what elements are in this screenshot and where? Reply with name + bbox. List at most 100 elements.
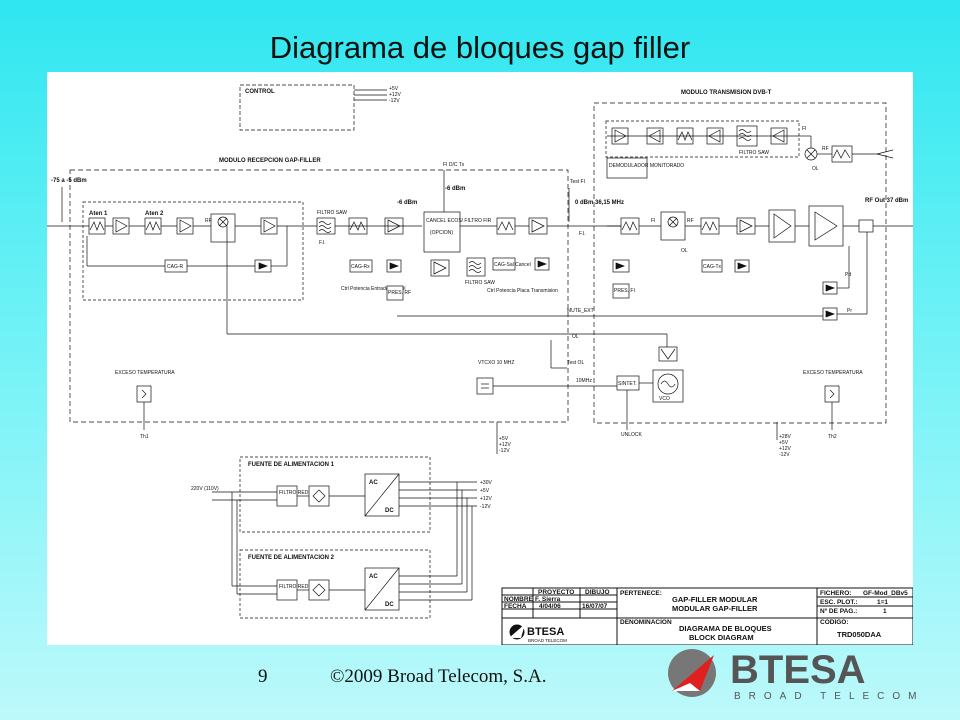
control-rail-2: +12V [389,92,401,98]
tb-denominacion-1: DIAGRAMA DE BLOQUES [679,624,772,633]
tb-npag-l: Nº DE PAG.: [820,608,857,615]
psu-1: FUENTE DE ALIMENTACION 1 220V (110V) FIL… [191,456,492,533]
canc-level: -6 dBm [445,186,465,192]
rx-fi-label: F.I. [319,240,326,246]
th2-id: Th2 [828,434,837,440]
control-title: CONTROL [245,89,275,95]
tb-codigo: TRD050DAA [837,630,882,639]
tx-test-ol: Test OL [567,360,584,366]
psu1-ac: AC [369,480,378,486]
tb-company-logo: BTESA BROAD TELECOM [509,624,567,643]
tx-rail-2: +5V [779,440,789,446]
bus-rail-3: -12V [499,448,510,454]
psu2-ac: AC [369,574,378,580]
canc-fi-label: FI D/C Tx [443,162,465,168]
canc-ctrl-label: Ctrl Potencia Placa Transmision [487,288,558,294]
logo-wordmark: BTESA [730,648,866,692]
svg-text:OL: OL [572,334,579,340]
psu2-filter: FILTRO RED [279,584,309,590]
tb-company: BTESA [527,626,564,638]
tx-title: MODULO TRANSMISION DVB-T [681,90,772,96]
logo-tagline: BROAD TELECOM [734,691,925,702]
tb-pertenece-1: GAP-FILLER MODULAR [672,595,758,604]
tb-fichero-l: FICHERO: [820,590,851,597]
canc-sub: (OPCION) [430,230,453,236]
tb-denominacion-2: BLOCK DIAGRAM [689,633,754,642]
aten1-label: Aten 1 [89,211,108,217]
psu-out-3: +12V [480,496,492,502]
psu1-dc: DC [385,508,394,514]
bus-rail-2: +12V [499,442,511,448]
tx-mute: MUTE_EXT [567,308,594,314]
tb-denominacion-l: DENOMINACION [620,619,672,626]
rx-pres-label: PRES. RF [388,290,411,296]
aten2-label: Aten 2 [145,211,164,217]
tx-demod: DEMODULADOR MONITORADO [609,163,684,169]
th1-label: EXCESO TEMPERATURA [115,370,175,376]
psu1-input: 220V (110V) [191,486,219,492]
tx-fi-label: FI [802,126,806,132]
tb-proyecto-h: PROYECTO [538,589,574,596]
control-block: CONTROL +5V +12V -12V [239,84,401,131]
tb-npag: 1 [883,608,887,615]
tx-vtcxo: VTCXO 10 MHZ [478,360,514,366]
tx-rf2: RF [687,218,694,224]
page-number: 9 [258,666,268,687]
thermal-sensors: EXCESO TEMPERATURA Th1 EXCESO TEMPERATUR… [115,370,863,440]
tb-fecha-l: FECHA [504,603,527,610]
rx-ctrl-label: Ctrl Potencia Entrada Cancel [341,286,405,292]
tx-filtro-label: FILTRO SAW [739,150,769,156]
psu-out-2: +5V [480,488,490,494]
tb-escala-l: ESC. PLOT.: [820,599,858,606]
tb-codigo-l: CODIGO: [820,619,849,626]
reception-title: MODULO RECEPCION GAP-FILLER [219,158,321,164]
reception-module: MODULO RECEPCION GAP-FILLER -75 a -5 dBm… [47,158,569,423]
psu-out-1: +30V [480,480,492,486]
tx-pr: Pr [847,308,852,314]
tx-rail-1: +28V [779,434,791,440]
th2-label: EXCESO TEMPERATURA [803,370,863,376]
canc-filtro-label: FILTRO SAW [465,280,495,286]
tx-fi2: FI [651,218,655,224]
psu1-filter: FILTRO RED [279,490,309,496]
canc-title: CANCEL ECOS/ FILTRO FIR [426,218,492,224]
svg-text:F.I.: F.I. [579,231,586,237]
transmission-module: MODULO TRANSMISION DVB-T FILTRO SAW DEMO… [226,90,913,458]
tx-cag: CAG-Tx [703,264,722,270]
psu-out-4: -12V [480,504,491,510]
tb-pertenece-l: PERTENECE: [620,590,662,597]
control-rail-1: +5V [389,86,399,92]
canc-test: Test FI [570,179,585,185]
rx-mixer-label: RF [205,218,212,224]
psu-2: FUENTE DE ALIMENTACION 2 FILTRO RED AC D… [231,482,473,619]
bus-rails: +5V +12V -12V [496,422,511,454]
copyright-text: ©2009 Broad Telecom, S.A. [330,666,547,687]
tb-fecha-d: 16/07/07 [582,603,608,610]
psu1-title: FUENTE DE ALIMENTACION 1 [248,462,335,468]
psu2-title: FUENTE DE ALIMENTACION 2 [248,555,335,561]
tb-company-sub: BROAD TELECOM [528,638,567,643]
tx-ol-top: OL [812,166,819,172]
tb-fichero: GF-Mod_DBv5 [863,590,908,597]
tx-rf-out: RF Out 37 dBm [865,198,908,204]
rx-filtro-label: FILTRO SAW [317,210,347,216]
tx-pres: PRES. FI [614,288,635,294]
canc-level2: 0 dBm 36,15 MHz [575,200,624,206]
tb-dibujo-h: DIBUJO [585,589,610,596]
input-level: -75 a -5 dBm [51,178,87,184]
canceller-block: FI D/C Tx -6 dBm CANCEL ECOS/ FILTRO FIR… [423,162,627,294]
rx-cag-label: CAG-Rx [351,264,370,270]
btesa-logo: BTESA BROAD TELECOM [660,645,930,710]
bus-rail-1: +5V [499,436,509,442]
canc-cag-label: CAG-Sal Cancel [494,262,531,268]
tb-nombre: F. Sierra [535,596,561,603]
slide-title: Diagrama de bloques gap filler [269,30,691,65]
logo-emblem-icon [668,649,716,697]
tb-nombre-l: NOMBRE [504,596,534,603]
tb-fecha-p: 4/04/06 [539,603,561,610]
psu2-dc: DC [385,602,394,608]
tb-pertenece-2: MODULAR GAP-FILLER [672,604,758,613]
tx-vco: VCO [659,396,670,402]
tx-rf-top: RF [822,146,829,152]
block-diagram: CONTROL +5V +12V -12V MODULO RECEPCION G… [47,72,913,645]
